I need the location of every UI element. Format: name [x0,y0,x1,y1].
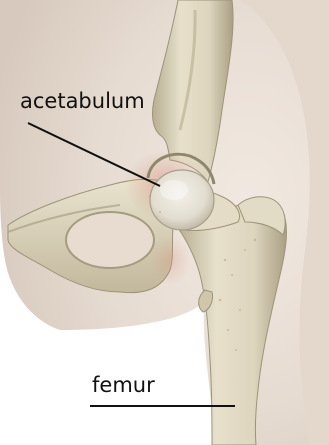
pubic-shading [150,235,190,285]
femoral-head [150,170,214,230]
femoral-head-highlight [160,180,188,200]
acetabulum-label: acetabulum [20,89,145,113]
obturator-foramen [66,212,154,268]
femur-label: femur [92,373,155,397]
